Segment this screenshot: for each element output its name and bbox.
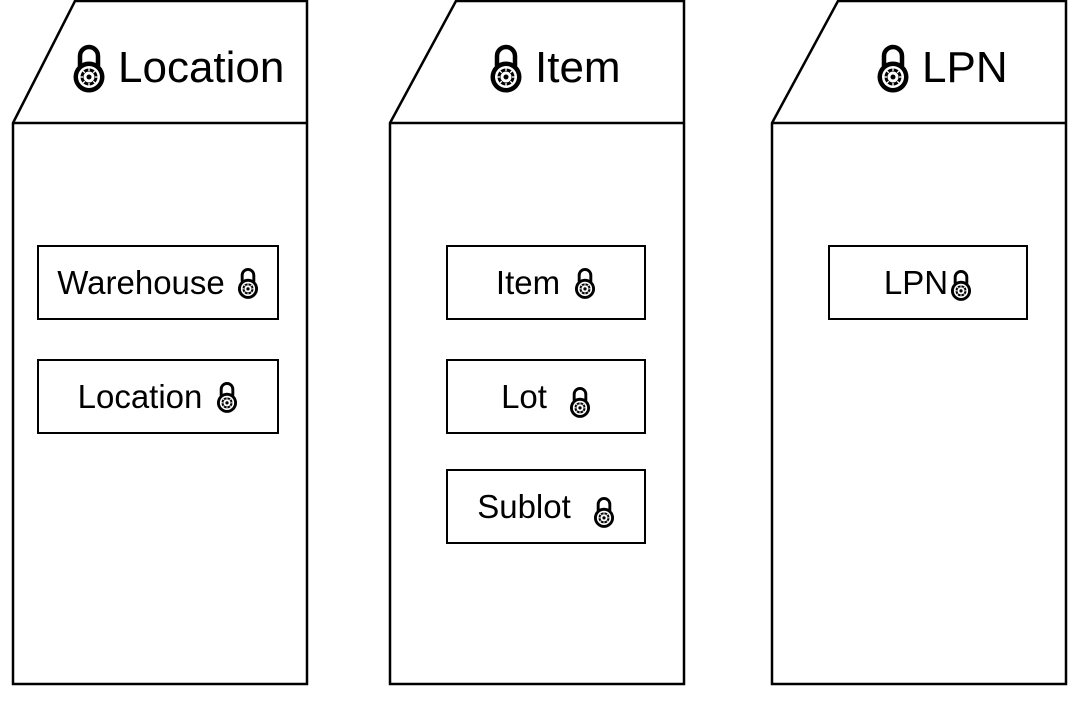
lock-icon [489,42,523,94]
lock-icon [574,266,596,300]
lpn-column-header: LPN [876,40,1008,96]
location-column-outline [11,0,309,686]
lpn-column-outline [770,0,1068,686]
field-label: LPN [883,263,949,301]
field-label: Sublot [477,487,571,525]
location-column: Location Warehouse Location [11,0,310,700]
lock-icon [569,385,591,419]
column-title: LPN [922,43,1008,92]
warehouse-field[interactable]: Warehouse [37,245,279,320]
field-label: Location [77,377,203,415]
item-column-outline [388,0,686,686]
item-field[interactable]: Item [446,245,646,320]
lock-icon [876,42,910,94]
lock-icon [237,266,259,300]
lpn-column: LPN LPN [770,0,1069,700]
field-label: Warehouse [57,263,225,301]
lock-icon [72,42,106,94]
lpn-field[interactable]: LPN [828,245,1028,320]
lock-icon [216,380,238,414]
sublot-field[interactable]: Sublot [446,469,646,544]
field-label: Lot [501,377,547,415]
location-field[interactable]: Location [37,359,279,434]
column-title: Location [118,43,285,92]
item-column: Item Item Lot Sublot [388,0,687,700]
column-title: Item [535,43,621,92]
location-column-header: Location [72,40,284,96]
field-label: Item [495,263,561,301]
lock-icon [950,268,972,302]
item-column-header: Item [489,40,621,96]
lot-field[interactable]: Lot [446,359,646,434]
lock-icon [593,495,615,529]
